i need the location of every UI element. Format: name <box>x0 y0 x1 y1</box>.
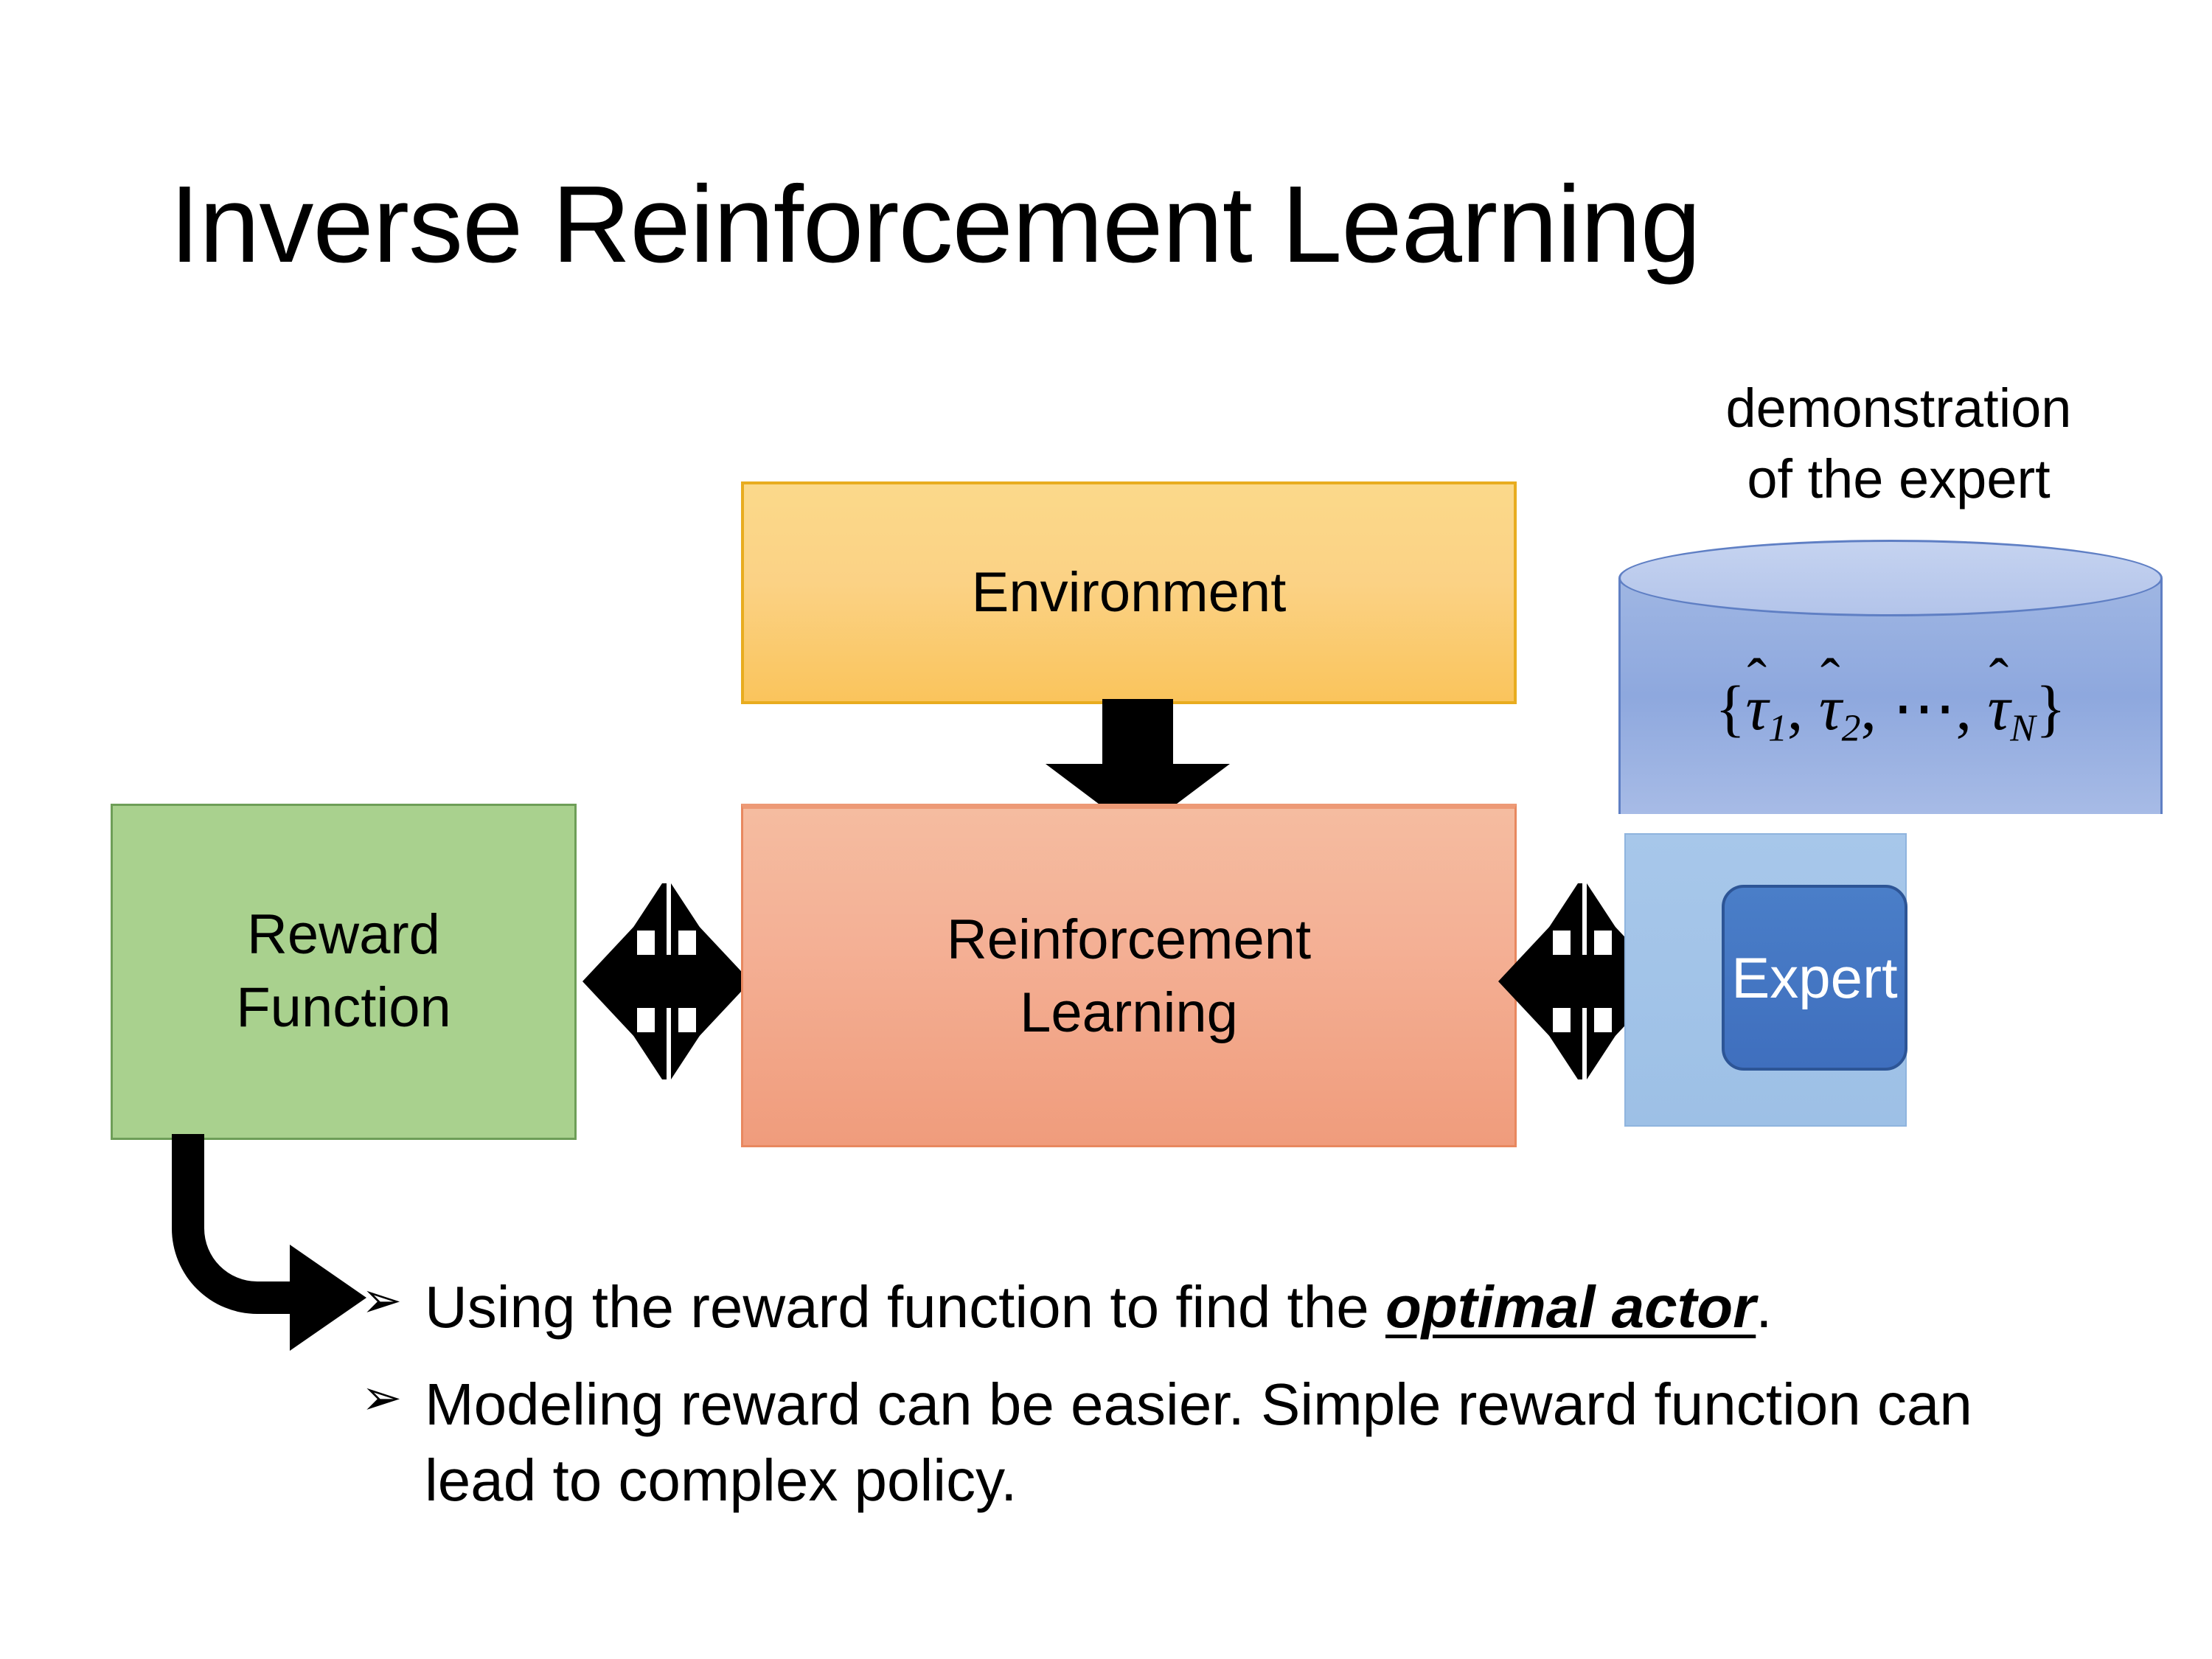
brace-open: { <box>1715 672 1746 743</box>
reward-function-label-line1: Reward <box>247 903 440 967</box>
trajectory-set-label: {̂τ1, ̂τ2, ⋯, ̂τN} <box>1618 671 2163 750</box>
list-item: ➢ Modeling reward can be easier. Simple … <box>361 1367 2079 1518</box>
bullet-text: Using the reward function to find the op… <box>425 1270 2079 1345</box>
brace-close: } <box>2035 672 2066 743</box>
ellipsis: ⋯ <box>1892 672 1956 743</box>
double-arrow-reward-rl-icon <box>582 883 751 1079</box>
reinforcement-learning-box: Reinforcement Learning <box>741 804 1517 1147</box>
environment-label: Environment <box>971 560 1287 624</box>
bullet-text-after: . <box>1756 1274 1773 1340</box>
demonstration-cylinder: {̂τ1, ̂τ2, ⋯, ̂τN} <box>1618 540 2163 849</box>
comma-3: , <box>1955 672 1972 743</box>
bent-arrow-reward-to-notes-icon <box>172 1134 366 1351</box>
bullet-arrow-icon: ➢ <box>361 1370 403 1425</box>
expert-label: Expert <box>1731 945 1898 1010</box>
demonstration-caption-line2: of the expert <box>1747 448 2051 510</box>
environment-box: Environment <box>741 481 1517 704</box>
tau-n-subscript: N <box>2010 707 2036 750</box>
comma-1: , <box>1787 672 1804 743</box>
demonstration-caption-line1: demonstration <box>1725 378 2072 439</box>
expert-box: Expert <box>1722 885 1907 1071</box>
tau-n: τ <box>1987 672 2011 743</box>
tau-1-subscript: 1 <box>1768 707 1787 750</box>
list-item: ➢ Using the reward function to find the … <box>361 1270 2079 1345</box>
reward-function-label: Reward Function <box>236 899 451 1045</box>
reinforcement-learning-label: Reinforcement Learning <box>947 904 1311 1050</box>
expert-group: demonstration of the expert {̂τ1, ̂τ2, ⋯… <box>1618 369 2179 1150</box>
reinforcement-learning-label-line2: Learning <box>1020 981 1238 1044</box>
bullet-arrow-icon: ➢ <box>361 1273 403 1327</box>
reward-function-label-line2: Function <box>236 976 451 1039</box>
demonstration-caption: demonstration of the expert <box>1618 373 2179 515</box>
reinforcement-learning-label-line1: Reinforcement <box>946 908 1312 972</box>
bullet-list: ➢ Using the reward function to find the … <box>361 1270 2079 1540</box>
bullet-text-before: Using the reward function to find the <box>425 1274 1385 1340</box>
arrow-environment-to-rl-icon <box>1046 699 1230 833</box>
page-title: Inverse Reinforcement Learning <box>170 164 1701 285</box>
cylinder-body <box>1618 578 2163 814</box>
comma-2: , <box>1860 672 1877 743</box>
bullet-emphasis: optimal actor <box>1385 1274 1756 1340</box>
tau-2-subscript: 2 <box>1841 707 1861 750</box>
reward-function-box: Reward Function <box>111 804 577 1140</box>
cylinder-top-ellipse <box>1618 540 2163 616</box>
tau-2: τ <box>1818 672 1842 743</box>
bullet-text: Modeling reward can be easier. Simple re… <box>425 1371 1972 1513</box>
tau-1: τ <box>1745 672 1769 743</box>
